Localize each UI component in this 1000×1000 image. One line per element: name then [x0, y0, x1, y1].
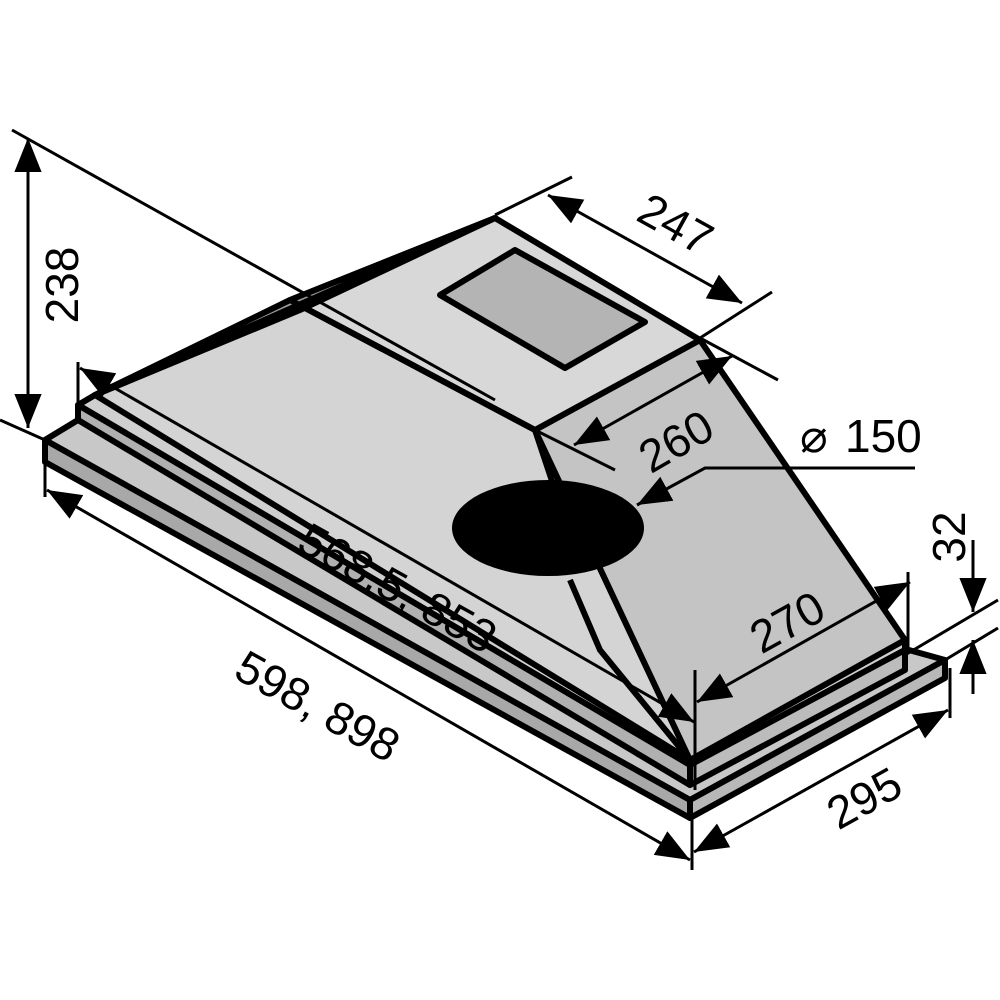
- control-panel: [437, 247, 648, 371]
- ext-line-height-top: [11, 128, 496, 402]
- ext-line-height-bottom: [0, 418, 46, 442]
- label-height: 238: [36, 247, 88, 324]
- dim-line-295: [693, 708, 949, 854]
- label-overall-width: 598, 898: [227, 640, 409, 772]
- diameter-symbol: ⌀: [800, 410, 828, 462]
- ext-line-32-a: [904, 598, 999, 657]
- diameter-value: 150: [845, 410, 922, 462]
- label-rim-height: 32: [923, 511, 975, 562]
- dim-line-270: [696, 580, 911, 704]
- dim-line-247: [547, 193, 743, 305]
- dimension-lines: [0, 128, 999, 870]
- back-edge: [93, 215, 497, 398]
- dim-line-overall-width: [46, 488, 691, 862]
- air-outlet: [452, 480, 644, 576]
- label-outlet-diameter: ⌀ 150: [800, 410, 922, 462]
- ext-line-247-b: [699, 290, 773, 340]
- label-top-depth: 247: [630, 183, 722, 266]
- ext-line-260-a: [699, 336, 779, 382]
- ext-line-247-a: [494, 175, 573, 217]
- label-overall-depth: 295: [818, 757, 910, 840]
